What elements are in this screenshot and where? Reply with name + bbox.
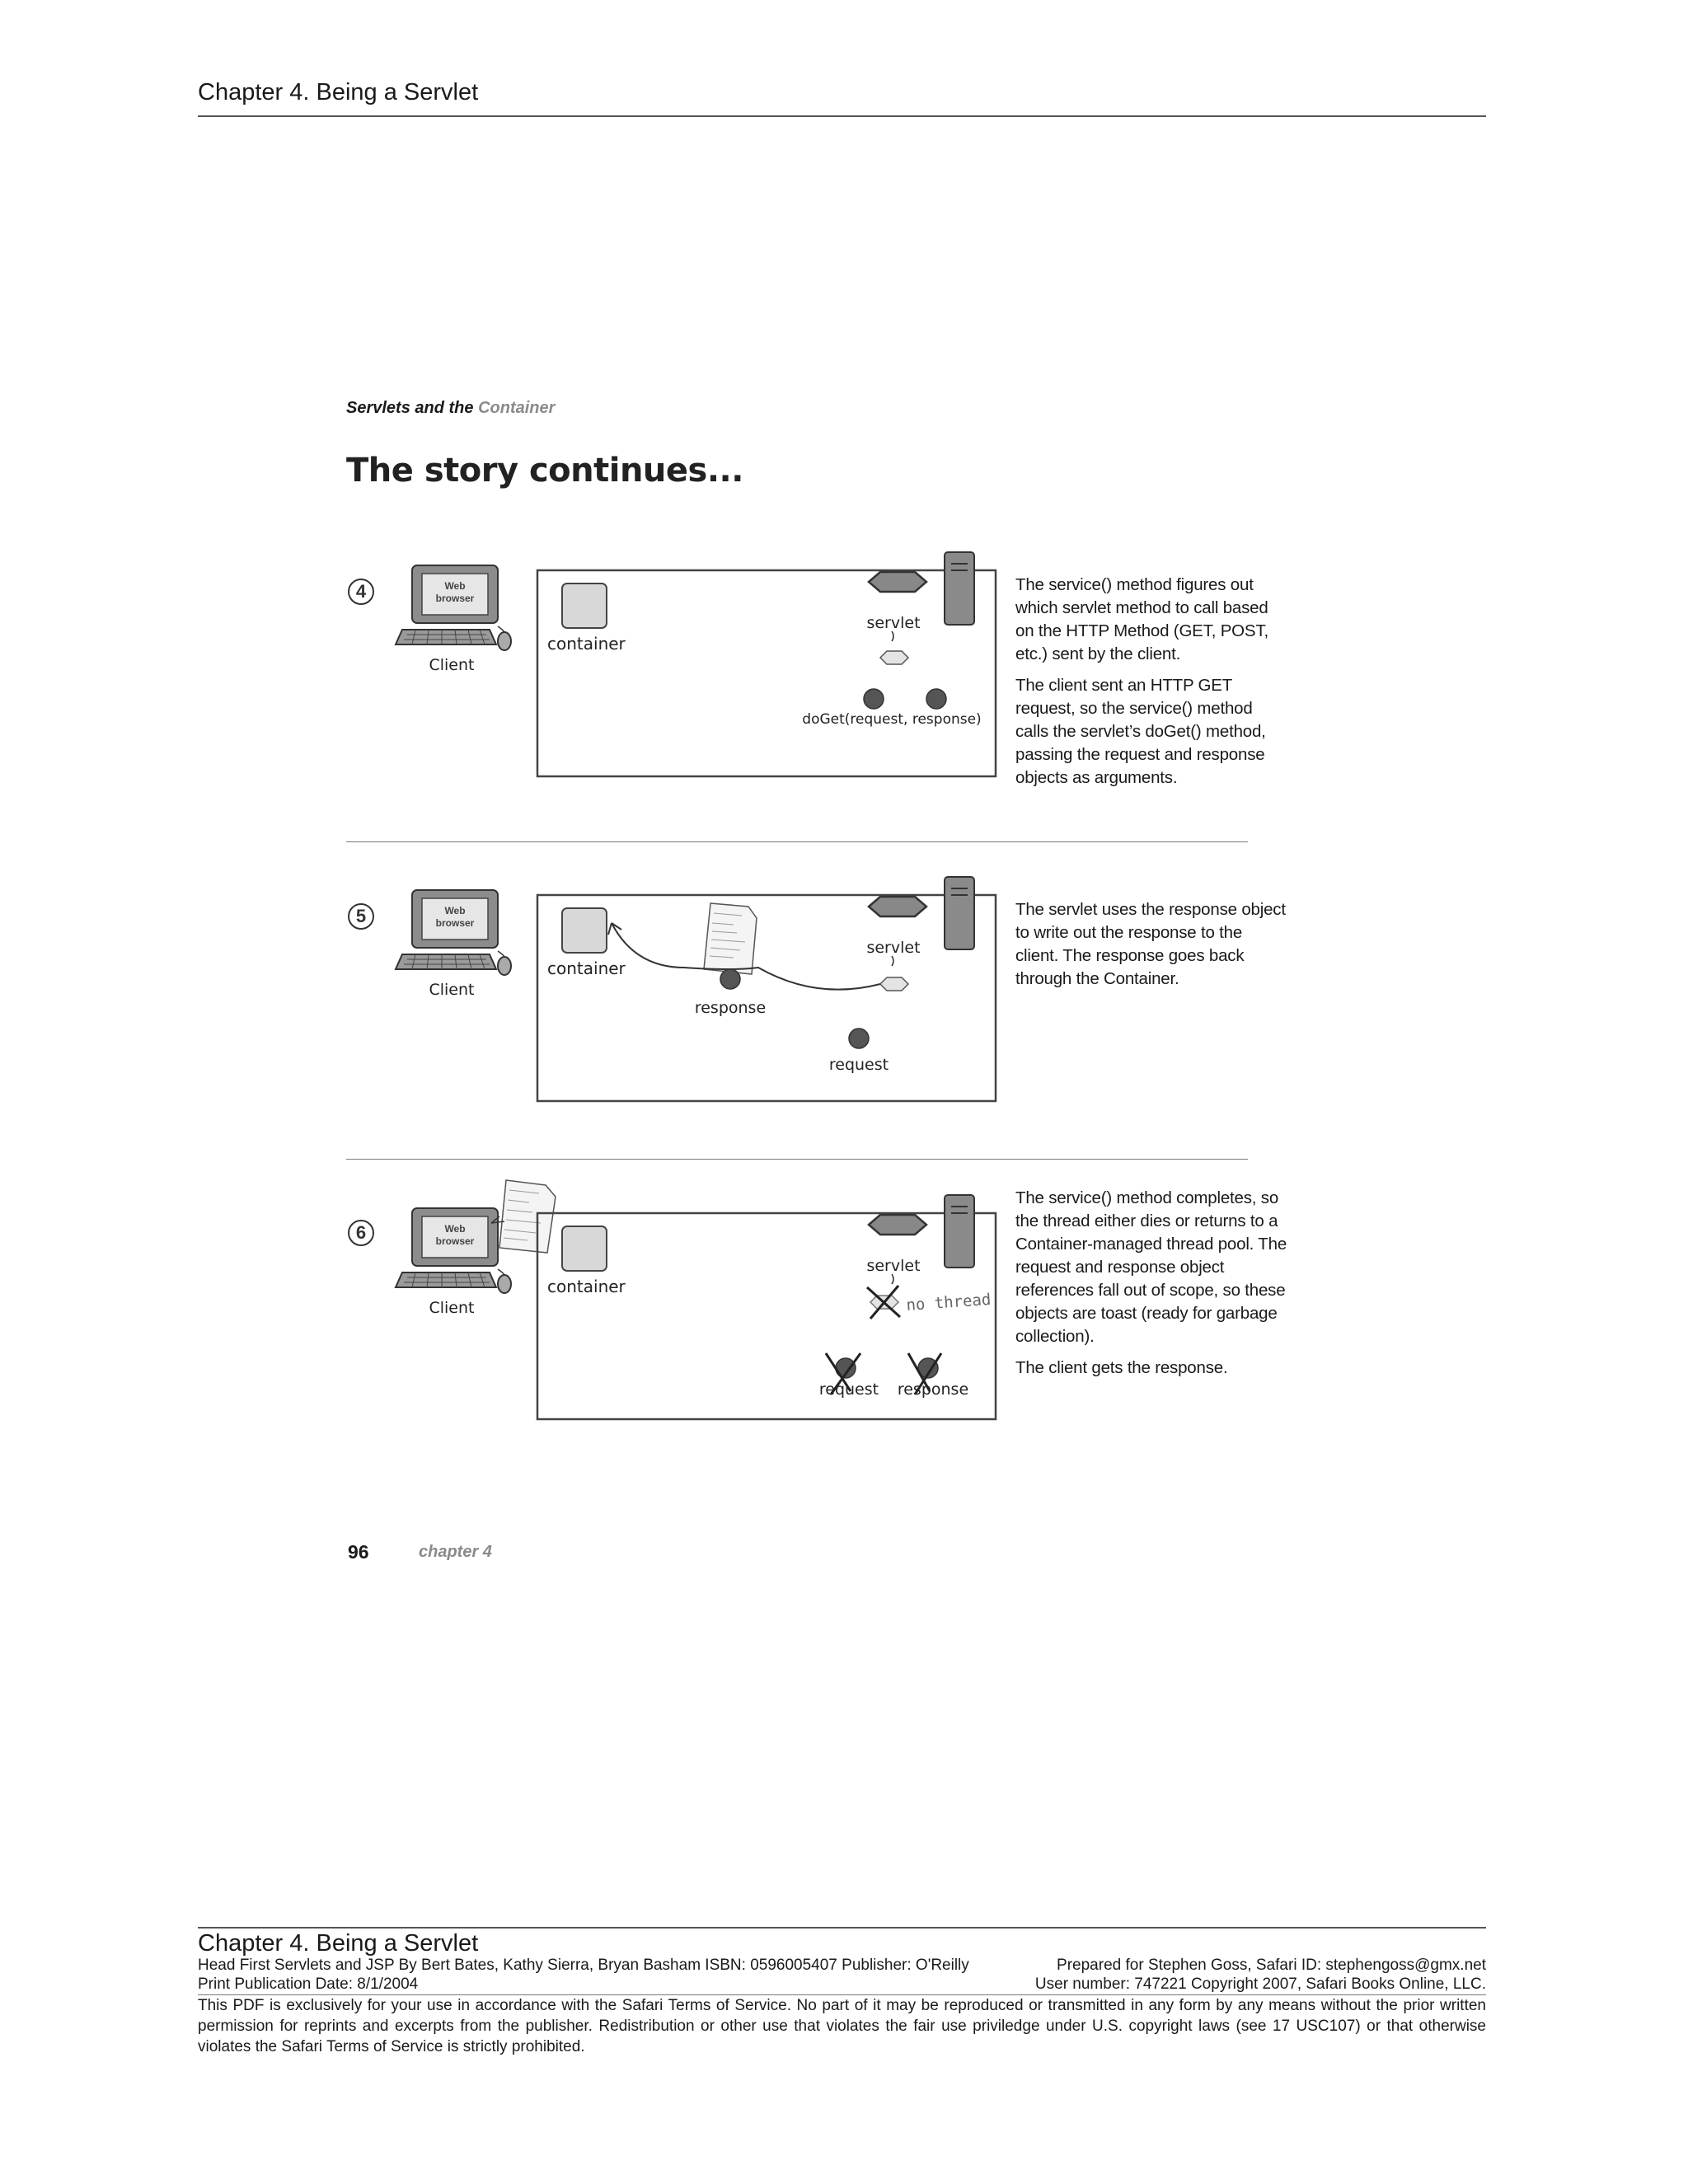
- header-divider: [198, 115, 1486, 117]
- servlet-label: servlet: [866, 939, 920, 957]
- servlet-icon: [869, 1215, 926, 1235]
- server-icon: [945, 1195, 974, 1268]
- screen-text-web: Web: [444, 580, 465, 592]
- footer-prepared-for: Prepared for Stephen Goss, Safari ID: st…: [1057, 1956, 1486, 1975]
- footer-legal-notice: This PDF is exclusively for your use in …: [198, 1995, 1486, 2057]
- step-number-5: 5: [348, 903, 374, 930]
- step-number-6: 6: [348, 1220, 374, 1246]
- servlet-icon: [869, 572, 926, 592]
- step-4-diagram: Web browser Client container servlet doG…: [387, 544, 1014, 791]
- step-4-paragraph-1: The service() method figures out which s…: [1015, 574, 1287, 666]
- request-object: [849, 1029, 869, 1048]
- step-6-description: The service() method completes, so the t…: [1015, 1187, 1287, 1388]
- response-object: [926, 689, 946, 709]
- footer-publication-date: Print Publication Date: 8/1/2004: [198, 1975, 418, 1994]
- response-label: response: [695, 999, 766, 1017]
- screen-text-web: Web: [444, 905, 465, 916]
- container-label: container: [547, 1277, 626, 1296]
- servlet-icon: [869, 897, 926, 916]
- step-6-paragraph-1: The service() method completes, so the t…: [1015, 1187, 1287, 1348]
- screen-text-browser: browser: [436, 1235, 475, 1247]
- section-label: Servlets and the Container: [346, 399, 555, 418]
- container-label: container: [547, 958, 626, 978]
- step-4-paragraph-2: The client sent an HTTP GET request, so …: [1015, 674, 1287, 790]
- story-title: The story continues...: [346, 452, 743, 490]
- doget-label: doGet(request, response): [802, 711, 981, 728]
- footer-copyright: User number: 747221 Copyright 2007, Safa…: [1035, 1975, 1486, 1994]
- servlet-label: servlet: [866, 614, 920, 632]
- server-icon: [945, 877, 974, 949]
- response-label: response: [898, 1380, 968, 1399]
- container-icon: [562, 908, 607, 953]
- footer-book-info: Head First Servlets and JSP By Bert Bate…: [198, 1956, 969, 1975]
- screen-text-browser: browser: [436, 593, 475, 604]
- step-6-paragraph-2: The client gets the response.: [1015, 1357, 1287, 1380]
- thread-icon: [880, 651, 908, 664]
- screen-text-web: Web: [444, 1223, 465, 1235]
- computer-icon: Web browser: [396, 565, 511, 650]
- thread-icon: [880, 977, 908, 991]
- page-number: 96: [348, 1541, 369, 1563]
- section-label-light: Container: [478, 399, 555, 417]
- footer-title: Chapter 4. Being a Servlet: [198, 1930, 478, 1957]
- container-icon: [562, 583, 607, 628]
- server-icon: [945, 552, 974, 625]
- client-label: Client: [429, 981, 474, 999]
- section-label-bold: Servlets and the: [346, 399, 478, 417]
- servlet-label: servlet: [866, 1257, 920, 1275]
- response-object: [720, 969, 740, 989]
- response-document-icon: [491, 1180, 556, 1253]
- step-6-diagram: Web browser Client container servlet no: [387, 1179, 1014, 1426]
- footer-divider: [198, 1927, 1486, 1929]
- header-title: Chapter 4. Being a Servlet: [198, 79, 478, 106]
- container-icon: [562, 1226, 607, 1271]
- step-divider: [346, 1159, 1248, 1160]
- response-document-icon: [704, 903, 757, 974]
- step-number-4: 4: [348, 579, 374, 605]
- step-5-diagram: Web browser Client container servlet: [387, 869, 1014, 1116]
- request-object: [864, 689, 884, 709]
- step-5-description: The servlet uses the response object to …: [1015, 898, 1287, 999]
- step-divider: [346, 841, 1248, 842]
- step-5-paragraph-1: The servlet uses the response object to …: [1015, 898, 1287, 991]
- client-label: Client: [429, 1299, 474, 1317]
- no-thread-label: no thread: [906, 1291, 992, 1315]
- request-label: request: [829, 1056, 889, 1074]
- container-label: container: [547, 634, 626, 654]
- client-label: Client: [429, 656, 474, 674]
- chapter-label: chapter 4: [419, 1543, 492, 1562]
- screen-text-browser: browser: [436, 917, 475, 929]
- step-4-description: The service() method figures out which s…: [1015, 574, 1287, 798]
- computer-icon: Web browser: [396, 890, 511, 975]
